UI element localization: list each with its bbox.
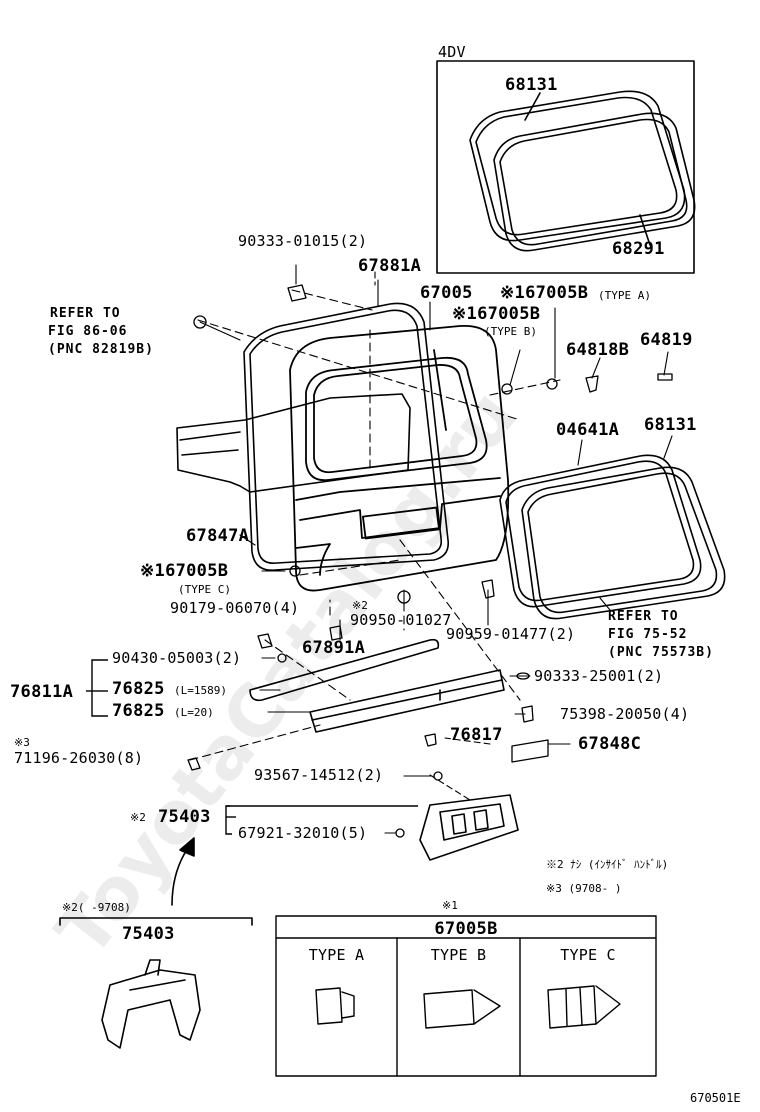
part-90950-mark: ※2 (352, 599, 368, 612)
part-64819: 64819 (640, 330, 693, 350)
4dv-glass-seal (469, 90, 696, 252)
back-door-67005 (289, 325, 510, 592)
part-76825-long-length: (L=1589) (174, 684, 227, 697)
refer-fig-86-06-line2: FIG 86-06 (48, 324, 128, 339)
part-67848c: 67848C (578, 734, 642, 754)
part-93567-14512: 93567-14512(2) (254, 766, 384, 784)
refer-fig-86-06-line3: (PNC 82819B) (48, 342, 154, 357)
part-75403-mark: ※2 (130, 811, 146, 824)
part-71196-mark: ※3 (14, 736, 30, 749)
bracket-75403 (419, 794, 519, 861)
back-door-garnish (249, 638, 505, 733)
part-67005b-type-a-note: (TYPE A) (598, 289, 651, 302)
4dv-inset-frame (436, 60, 695, 274)
part-67005b-type-c: ※167005B (140, 561, 229, 581)
part-90430-05003: 90430-05003(2) (112, 649, 242, 667)
table-type-b: TYPE B (430, 946, 487, 964)
part-71196-26030: 71196-26030(8) (14, 749, 144, 767)
back-door-glass-assembly (499, 454, 726, 620)
refer-fig-75-52-line2: FIG 75-52 (608, 627, 688, 642)
note-2: ※2 ﾅｼ (ｲﾝｻｲﾄﾞ ﾊﾝﾄﾞﾙ) (546, 858, 669, 871)
part-75403: 75403 (158, 807, 211, 827)
table-type-a: TYPE A (308, 946, 365, 964)
part-67005: 67005 (420, 283, 473, 303)
part-68131-mid: 68131 (644, 415, 697, 435)
inset-part-75403: 75403 (122, 924, 175, 944)
part-67881a: 67881A (358, 256, 422, 276)
inset-arrow (171, 837, 195, 906)
table-title-67005b: 67005B (434, 919, 498, 939)
refer-fig-86-06-line1: REFER TO (50, 306, 121, 321)
part-76825-long: 76825 (112, 679, 165, 699)
variant-4dv-label: 4DV (438, 43, 466, 61)
catalog-code: 670501E (690, 1091, 741, 1105)
part-68131-top: 68131 (505, 75, 558, 95)
note-3: ※3 (9708- ) (546, 882, 622, 895)
part-67005b-type-b: ※167005B (452, 304, 541, 324)
part-76825-short: 76825 (112, 701, 165, 721)
part-90959-01477: 90959-01477(2) (446, 625, 576, 643)
small-fasteners (187, 284, 673, 838)
part-76817: 76817 (450, 725, 503, 745)
part-90333-01015: 90333-01015(2) (238, 232, 368, 250)
part-67847a: 67847A (186, 526, 250, 546)
part-67005b-type-a: ※167005B (500, 283, 589, 303)
table-mark: ※1 (442, 899, 458, 912)
part-75398-20050: 75398-20050(4) (560, 705, 690, 723)
table-type-c: TYPE C (560, 946, 616, 964)
leader-lines (189, 264, 673, 834)
inset-bracket-75403 (59, 917, 253, 1049)
part-04641a: 04641A (556, 420, 620, 440)
inset-range-label: ※2( -9708) (62, 901, 131, 914)
part-67005b-type-c-note: (TYPE C) (178, 583, 231, 596)
type-table (275, 915, 657, 1077)
part-67891a: 67891A (302, 638, 366, 658)
back-door-weatherstrip (243, 302, 450, 571)
part-90179-06070: 90179-06070(4) (170, 599, 300, 617)
part-76811a: 76811A (10, 682, 74, 702)
part-68291: 68291 (612, 239, 665, 259)
refer-fig-75-52-line3: (PNC 75573B) (608, 645, 714, 660)
part-64818b: 64818B (566, 340, 630, 360)
refer-fig-75-52-line1: REFER TO (608, 609, 679, 624)
part-90333-25001: 90333-25001(2) (534, 667, 664, 685)
part-76825-short-length: (L=20) (174, 706, 214, 719)
part-67921-32010: 67921-32010(5) (238, 824, 368, 842)
part-90950-01027: 90950-01027 (350, 611, 452, 629)
part-67005b-type-b-note: (TYPE B) (484, 325, 537, 338)
